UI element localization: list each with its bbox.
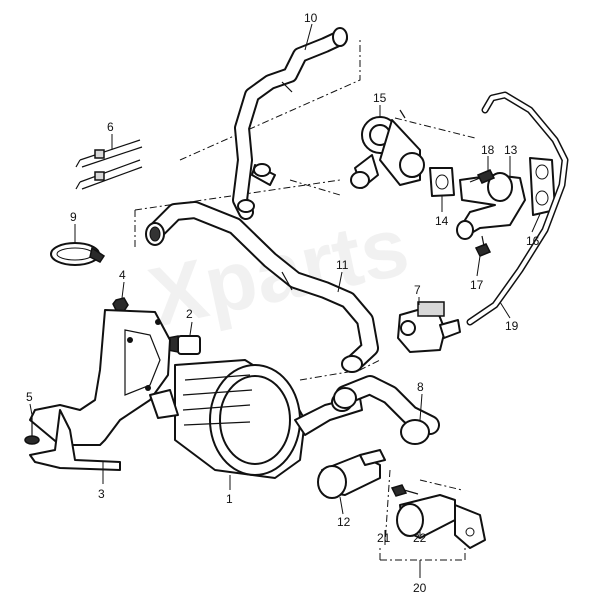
bolt-part-18[interactable] xyxy=(469,169,496,184)
callout-17: 17 xyxy=(470,278,484,292)
gasket-part-16[interactable] xyxy=(529,157,556,216)
vacuum-line-part-19[interactable] xyxy=(466,91,569,326)
filter-part-12[interactable] xyxy=(317,449,386,499)
boundary-line xyxy=(419,479,463,491)
leader-line-11 xyxy=(337,271,343,293)
callout-4: 4 xyxy=(119,268,126,282)
boundary-line xyxy=(179,40,361,161)
middle-hose-part-11[interactable] xyxy=(145,201,379,373)
callout-10: 10 xyxy=(304,11,318,25)
combi-valve-part-15[interactable] xyxy=(350,109,425,189)
boundary-line xyxy=(289,179,341,196)
solenoid-valve-part-7[interactable] xyxy=(397,301,461,353)
callout-11: 11 xyxy=(336,258,349,272)
callout-9: 9 xyxy=(70,210,77,224)
callout-16: 16 xyxy=(526,234,540,248)
callout-6: 6 xyxy=(107,120,114,134)
callout-15: 15 xyxy=(373,91,387,105)
callout-20: 20 xyxy=(413,581,427,595)
leader-line-4 xyxy=(121,281,125,299)
callout-3: 3 xyxy=(98,487,105,501)
callout-14: 14 xyxy=(435,214,449,228)
leader-line-16 xyxy=(531,213,541,233)
cable-ties-part-6[interactable] xyxy=(75,139,143,190)
leader-line-10 xyxy=(304,23,313,51)
connecting-pipe-part-13[interactable] xyxy=(456,172,526,240)
upper-hose-part-10[interactable] xyxy=(232,27,348,220)
lower-hose-part-8[interactable] xyxy=(333,375,440,445)
hose-clamp-part-9[interactable] xyxy=(50,242,106,266)
callout-22: 22 xyxy=(413,531,427,545)
callout-5: 5 xyxy=(26,390,33,404)
bolt-part-17[interactable] xyxy=(474,235,492,257)
bracket-part-3[interactable] xyxy=(29,309,171,471)
boundary-line xyxy=(384,469,391,546)
leader-line-8 xyxy=(419,393,423,421)
leader-line-5 xyxy=(29,403,33,416)
callout-8: 8 xyxy=(417,380,424,394)
bolt-part-21[interactable] xyxy=(390,484,419,497)
callout-2: 2 xyxy=(186,307,193,321)
connector-part-2[interactable] xyxy=(167,335,201,355)
callout-13: 13 xyxy=(504,143,518,157)
callout-19: 19 xyxy=(505,319,519,333)
nut-part-4[interactable] xyxy=(112,297,129,312)
callout-7: 7 xyxy=(414,283,421,297)
callout-21: 21 xyxy=(377,531,391,545)
filter-housing-part-22[interactable] xyxy=(396,494,486,549)
leader-line-17 xyxy=(476,255,481,277)
gasket-part-14[interactable] xyxy=(429,167,455,197)
bolt-part-5[interactable] xyxy=(24,415,40,445)
callout-12: 12 xyxy=(337,515,351,529)
boundary-line xyxy=(134,179,341,211)
leader-line-12 xyxy=(339,496,344,515)
secondary-air-pump-part-1[interactable] xyxy=(149,359,363,479)
leader-line-2 xyxy=(189,321,193,336)
callout-18: 18 xyxy=(481,143,495,157)
boundary-line xyxy=(394,117,476,139)
callout-1: 1 xyxy=(226,492,233,506)
leader-line-19 xyxy=(499,301,511,319)
